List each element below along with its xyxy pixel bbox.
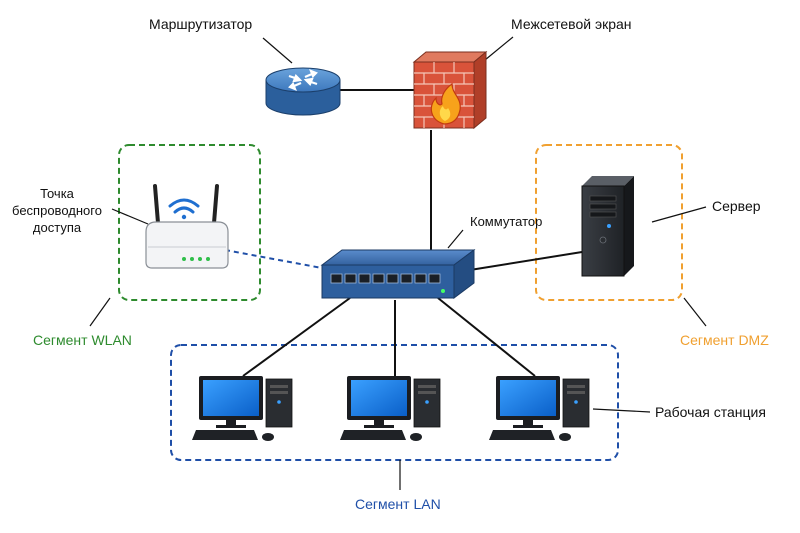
firewall-leader	[484, 36, 514, 61]
server-leader	[651, 206, 707, 223]
router-leader	[262, 37, 293, 64]
wifi-signal-icon	[168, 198, 200, 220]
label-leaders	[89, 36, 707, 490]
switch-led	[441, 289, 445, 293]
ap-switch-wireless-link	[224, 249, 323, 269]
workstation-3	[489, 376, 590, 441]
access-point-label-line2: беспроводного	[12, 203, 102, 218]
dmz-segment-label: Сегмент DMZ	[680, 332, 769, 348]
switch-icon	[320, 249, 476, 299]
wlan-segment-box	[118, 144, 261, 301]
dmz-segment-leader	[683, 297, 707, 327]
router-icon	[265, 67, 341, 116]
lan-segment-label: Сегмент LAN	[355, 496, 441, 512]
switch-ports	[330, 273, 441, 284]
switch-workstation3-link	[437, 297, 536, 377]
access-point-label: Точка беспроводного доступа	[2, 185, 112, 236]
server-label: Сервер	[712, 198, 761, 214]
workstation-leader	[592, 408, 651, 413]
firewall-label: Межсетевой экран	[511, 16, 632, 32]
dmz-segment-box	[535, 144, 683, 301]
server-icon	[581, 176, 634, 277]
workstation-2	[340, 376, 441, 441]
wlan-segment-leader	[89, 297, 111, 327]
access-point-label-line1: Точка	[40, 186, 74, 201]
access-point-icon	[145, 184, 229, 269]
wlan-segment-label: Сегмент WLAN	[33, 332, 132, 348]
network-links	[242, 89, 583, 377]
firewall-icon	[412, 50, 488, 130]
access-point-label-line3: доступа	[32, 220, 82, 235]
switch-workstation1-link	[242, 297, 351, 377]
workstation-label: Рабочая станция	[655, 404, 766, 420]
switch-label: Коммутатор	[470, 214, 543, 229]
router-label: Маршрутизатор	[149, 16, 253, 32]
workstation-1	[192, 376, 293, 441]
ap-leader	[111, 208, 149, 225]
switch-server-link	[469, 251, 583, 271]
switch-leader	[447, 229, 464, 249]
